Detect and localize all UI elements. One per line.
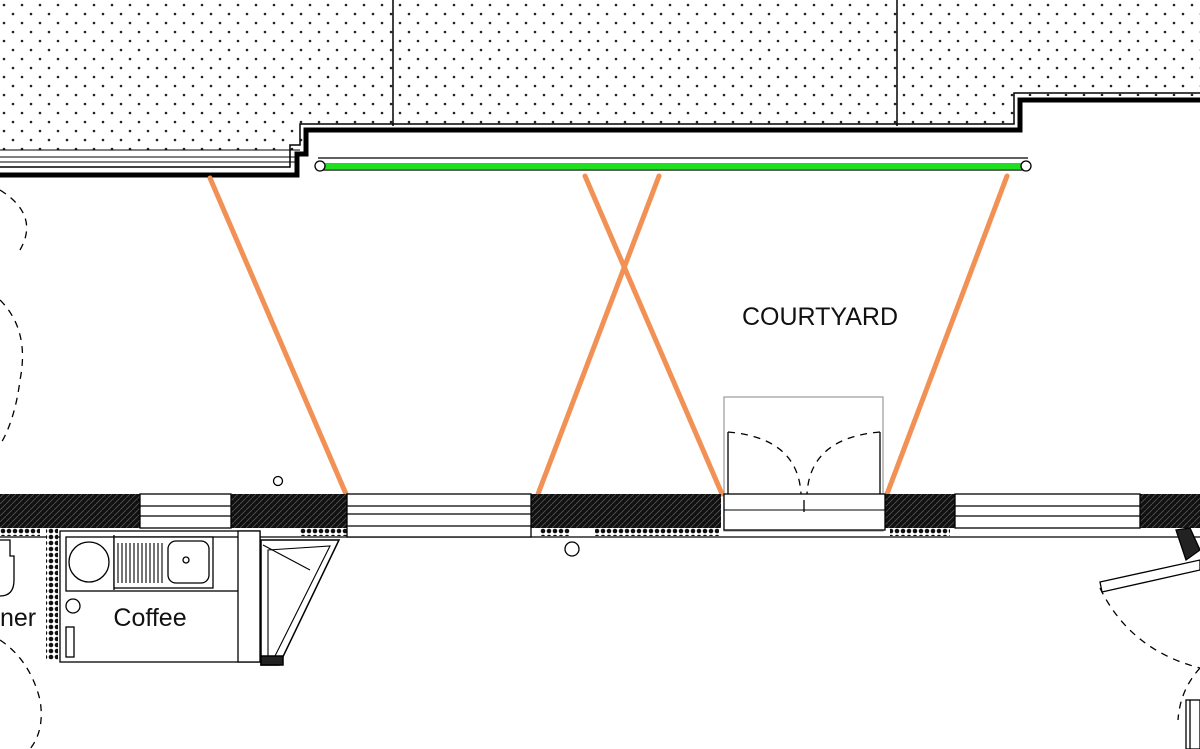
coffee-label: Coffee [113,604,186,632]
courtyard-label: COURTYARD [742,303,898,331]
tap-circle-icon [65,598,81,614]
boundary-wall [0,92,1200,178]
door-swing-icon [1177,667,1200,721]
partial-room-label: ner [0,604,36,632]
paving-area [0,0,1200,150]
angled-counter [260,539,341,666]
door-swing-left-icon [0,189,28,446]
brace-2 [535,173,662,497]
track-end-left-icon [314,160,326,172]
awning-track [314,157,1032,172]
track-end-right-icon [1020,160,1032,172]
coffee-station [46,528,261,663]
door-swing-icon [806,431,881,495]
brace-1 [207,175,349,497]
door-swing-icon [727,431,802,495]
appliance-left [0,539,42,749]
marker-circle-icon [272,475,284,487]
building-wall [0,494,1200,538]
brace-3 [582,173,725,497]
courtyard-double-door [723,396,886,532]
right-door [1099,527,1200,749]
marker-circle-icon [564,541,580,557]
appliance-circle-icon [68,541,110,583]
sink-drainer [117,543,163,583]
door-swing-icon [1099,587,1200,669]
awning-braces [207,173,1010,497]
brace-4 [884,173,1010,497]
windows [139,493,1141,538]
